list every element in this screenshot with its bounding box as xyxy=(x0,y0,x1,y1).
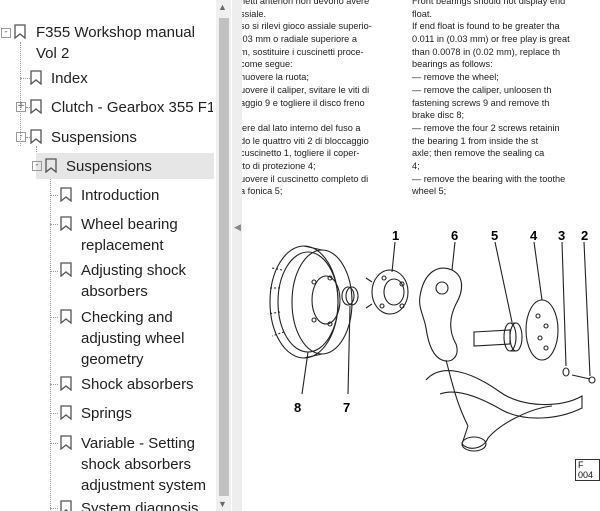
italian-text-line: netti anteriori non devono avere xyxy=(242,0,370,6)
english-text-line: axle; then remove the sealing ca xyxy=(412,148,545,159)
english-text-line: If end float is found to be greater tha xyxy=(412,21,560,32)
callout-4: 4 xyxy=(530,228,538,243)
italian-text-line: uovere il cuscinetto completo di xyxy=(242,173,369,184)
bookmark-icon xyxy=(60,187,72,202)
tree-line xyxy=(50,508,58,509)
tree-line xyxy=(50,317,58,318)
bookmark-icon xyxy=(60,216,72,231)
collapse-toggle[interactable]: - xyxy=(16,132,26,142)
bookmark-system-diagnosis[interactable]: System diagnosis xyxy=(81,500,199,511)
english-text-line: bearings as follows: xyxy=(412,59,493,70)
english-text-line: the bearing 1 from inside the st xyxy=(412,135,539,146)
bookmark-icon xyxy=(60,309,72,324)
tree-line xyxy=(50,176,51,511)
english-text-line: — remove the wheel; xyxy=(412,72,499,83)
italian-text-line: cuscinetto 1, togliere il coper- xyxy=(242,148,360,159)
scroll-up-arrow-icon[interactable]: ▲ xyxy=(218,2,227,12)
english-text-line: — remove the bearing with the toothe xyxy=(412,173,566,184)
italian-text-column: netti anteriori non devono avere ssiale. s… xyxy=(242,0,405,198)
tree-line xyxy=(20,78,30,79)
bookmarks-panel: - F355 Workshop manual Vol 2 Index + Clu… xyxy=(0,0,233,511)
sidebar-scrollbar-thumb[interactable] xyxy=(219,18,229,496)
callout-6: 6 xyxy=(451,228,458,243)
tree-line xyxy=(50,271,58,272)
italian-text-line: come segue: xyxy=(242,59,293,70)
bookmark-icon xyxy=(45,158,57,173)
english-text-line: — remove the caliper, unloosen th xyxy=(412,84,552,95)
wheel-hub-exploded-diagram: 1 6 5 4 3 2 8 7 xyxy=(267,228,596,452)
tree-line xyxy=(20,42,21,146)
italian-text-line xyxy=(242,109,405,122)
bookmark-index[interactable]: Index xyxy=(51,70,88,87)
italian-text-line: do le quattro viti 2 di bloccaggio xyxy=(242,135,369,146)
bookmark-suspensions[interactable]: Suspensions xyxy=(51,129,137,146)
bookmark-variable-setting[interactable]: Variable - Setting shock absorbers adjus… xyxy=(81,435,207,494)
bookmark-icon xyxy=(14,24,26,39)
italian-text-line: nuovere la ruota; xyxy=(242,72,309,83)
english-text-line: fastening screws 9 and remove th xyxy=(412,97,550,108)
bookmark-wheel-geometry[interactable]: Checking and adjusting wheel geometry xyxy=(81,309,185,368)
bookmark-icon xyxy=(30,129,42,144)
bookmark-icon xyxy=(30,99,42,114)
tree-line xyxy=(50,224,58,225)
english-text-line: Front bearings should not display end xyxy=(412,0,566,6)
english-text-column: Front bearings should not display end flo… xyxy=(412,0,600,198)
english-text-line: 4; xyxy=(412,160,420,171)
tree-line xyxy=(50,443,58,444)
bookmark-f355-workshop-manual[interactable]: F355 Workshop manual Vol 2 xyxy=(36,24,195,62)
tree-line xyxy=(50,413,58,414)
selected-row-highlight xyxy=(36,153,214,179)
callout-5: 5 xyxy=(491,228,498,243)
english-text-line: 0.011 in (0.03 mm) or free play is great xyxy=(412,34,570,45)
italian-text-line: a fonica 5; xyxy=(242,186,283,197)
english-text-line: than 0.0078 in (0.02 mm), replace th xyxy=(412,46,561,57)
italian-text-line: iere dal lato interno del fuso a xyxy=(242,122,361,133)
italian-text-line: m, sostituire i cuscinetti proce- xyxy=(242,46,364,57)
callout-8: 8 xyxy=(294,400,301,415)
tree-line xyxy=(50,195,58,196)
bookmark-introduction[interactable]: Introduction xyxy=(81,187,160,204)
bookmark-springs[interactable]: Springs xyxy=(81,405,132,422)
tree-line xyxy=(50,384,58,385)
callout-1: 1 xyxy=(392,228,399,243)
english-text-line: — remove the four 2 screws retainin xyxy=(412,122,560,133)
bookmark-icon xyxy=(60,435,72,450)
italian-text-line: .03 mm o radiale superiore a xyxy=(242,34,357,45)
collapse-toggle[interactable]: - xyxy=(32,161,42,171)
bookmark-icon xyxy=(60,405,72,420)
english-text-line: float. xyxy=(412,8,432,19)
tree-line xyxy=(26,137,30,138)
italian-text-line: so si rilevi gioco assiale superio- xyxy=(242,21,372,32)
bookmark-clutch-gearbox[interactable]: Clutch - Gearbox 355 F1 xyxy=(51,99,213,116)
callout-3: 3 xyxy=(558,228,565,243)
bookmark-tree: - F355 Workshop manual Vol 2 Index + Clu… xyxy=(0,0,216,511)
document-page: netti anteriori non devono avere ssiale. s… xyxy=(242,0,600,511)
scroll-down-arrow-icon[interactable]: ▼ xyxy=(218,499,227,509)
bookmark-wheel-bearing[interactable]: Wheel bearing replacement xyxy=(81,216,178,254)
italian-text-line: aggio 9 e togliere il disco freno xyxy=(242,97,365,108)
italian-text-line: ssiale. xyxy=(242,8,267,19)
bookmark-icon xyxy=(60,500,72,511)
bookmark-icon xyxy=(30,70,42,85)
collapse-toggle[interactable]: - xyxy=(1,28,11,38)
bookmark-icon xyxy=(60,376,72,391)
bookmark-adjusting-shock[interactable]: Adjusting shock absorbers xyxy=(81,262,187,300)
figure-reference: F 004 xyxy=(575,459,600,481)
bookmark-shock-absorbers[interactable]: Shock absorbers xyxy=(81,376,194,393)
italian-text-line: tto di protezione 4; xyxy=(242,160,316,171)
callout-7: 7 xyxy=(343,400,350,415)
bookmark-suspensions-sub[interactable]: Suspensions xyxy=(66,158,152,175)
bookmark-icon xyxy=(60,262,72,277)
english-text-line: wheel 5; xyxy=(412,186,447,197)
english-text-line: brake disc 8; xyxy=(412,110,465,121)
expand-toggle[interactable]: + xyxy=(16,101,26,112)
callout-2: 2 xyxy=(581,228,588,243)
collapse-panel-arrow-icon[interactable]: ◀ xyxy=(234,222,241,232)
italian-text-line: uovere il caliper, svitare le viti di xyxy=(242,84,370,95)
panel-splitter[interactable] xyxy=(232,0,242,511)
tree-line xyxy=(26,107,30,108)
